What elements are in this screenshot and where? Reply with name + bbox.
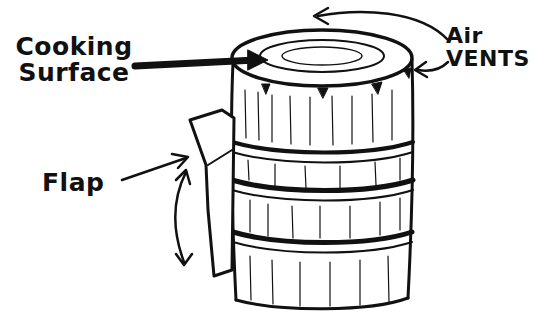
cooking-surface [282, 47, 362, 65]
arrow-head [248, 50, 268, 70]
can-rim [232, 30, 412, 86]
leader-arrow [122, 158, 186, 180]
arrow-head [314, 8, 328, 24]
can-band [232, 142, 413, 153]
air-vent [404, 68, 411, 78]
can-band [232, 190, 413, 201]
flap [190, 110, 234, 276]
arrow-head [176, 170, 190, 184]
air-vent [318, 88, 328, 98]
can-band [233, 242, 412, 253]
motion-arrow [175, 172, 186, 262]
can-bottom [236, 298, 408, 309]
part-label: Air VENTS [446, 24, 535, 70]
can-band [232, 152, 413, 163]
arrow-head [415, 62, 427, 77]
arrow-head [172, 154, 188, 168]
arrow-head [176, 254, 192, 265]
part-label: Flap [42, 170, 132, 196]
air-vent [372, 82, 382, 94]
can-band [232, 180, 413, 191]
cooking-surface [260, 40, 384, 72]
leader-arrow [318, 12, 448, 40]
can-texture [245, 90, 400, 306]
air-vent [262, 84, 270, 94]
flap-fold [208, 150, 232, 165]
leader-arrow [135, 60, 258, 66]
can-band [233, 232, 412, 243]
part-label: Cooking Surface [4, 34, 144, 87]
